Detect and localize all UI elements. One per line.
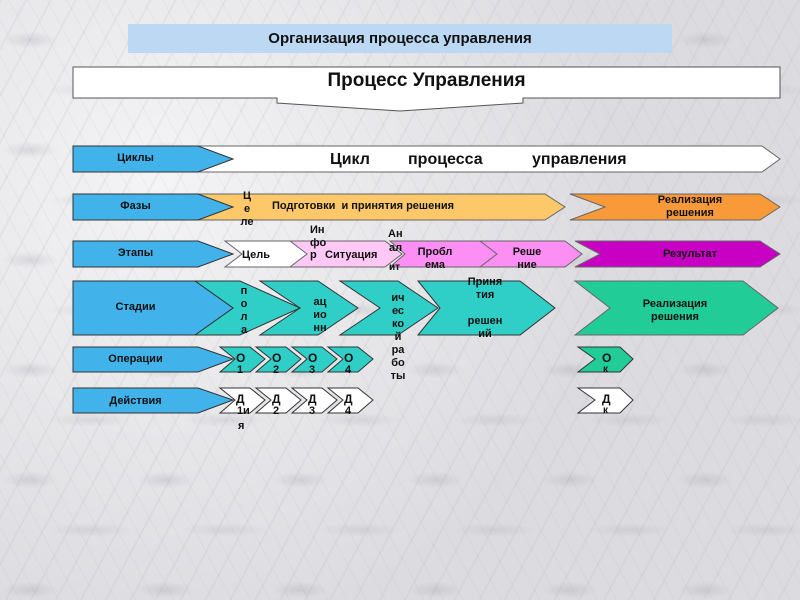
step-info-overflow-3: р: [310, 249, 317, 261]
stage-1-line: о: [240, 298, 248, 310]
actions-label-shape: [72, 387, 235, 414]
step-result-label: Результат: [662, 248, 718, 260]
stage-1-line: а: [240, 324, 248, 336]
stage-4-line: тия: [475, 289, 495, 301]
banner-arrow: [72, 66, 781, 112]
op-3-shape: [290, 346, 338, 373]
act-1-shape: [218, 387, 266, 414]
act-3-shape: [290, 387, 338, 414]
act-2-shape: [254, 387, 302, 414]
step-situation-label: Ситуация: [325, 249, 378, 261]
actions-item-index: 3: [309, 405, 316, 417]
actions-item-letter: Д: [236, 392, 245, 406]
stage-impl-shape: [573, 280, 779, 336]
stage-3-line: бо: [391, 357, 405, 369]
row-label-stages: Стадии: [115, 301, 156, 313]
banner-title: Процесс Управления: [327, 70, 526, 91]
operations-item-letter: О: [308, 351, 318, 365]
row-label-operations: Операции: [108, 353, 163, 365]
row-label-phases: Фазы: [120, 200, 151, 212]
stage-3-line: ра: [391, 344, 405, 356]
step-goal-label: Цель: [242, 249, 271, 261]
actions-item-index: 4: [345, 405, 352, 417]
act-extra-shape: [576, 387, 634, 414]
actions-extra-index: к: [603, 405, 609, 416]
actions-item-letter: Д: [272, 392, 281, 406]
step-decision-label: Решение: [512, 246, 542, 272]
stage-3-shape: [338, 280, 439, 336]
step-anal-overflow-2: ал: [389, 242, 403, 254]
stage-impl-label: Реализация решения: [642, 298, 708, 324]
stage-2-line: ио: [313, 309, 327, 321]
stage-3-line: й: [394, 331, 402, 343]
op-1-shape: [218, 346, 266, 373]
phase-impl-label: Реализация решения: [657, 194, 723, 220]
actions-item-index: 2: [273, 405, 280, 417]
actions-item-index: 1: [237, 405, 244, 417]
step-anal-overflow-1: Ан: [388, 228, 403, 240]
actions-item-letter: Д: [344, 392, 353, 406]
stage-2-line: нн: [313, 322, 327, 334]
stage-4-line: [460, 302, 510, 315]
row-label-cycles: Циклы: [117, 152, 154, 164]
stage-1-line: л: [240, 311, 248, 323]
stage-4-line: Приня: [467, 276, 503, 288]
cycle-word-3: управления: [532, 151, 627, 168]
row-label-actions: Действия: [109, 395, 162, 407]
phase-prep-label: Подготовки и принятия решения: [272, 200, 455, 212]
operations-item-letter: О: [272, 351, 282, 365]
operations-extra-index: к: [603, 364, 609, 375]
cycle-arrow: [194, 145, 781, 173]
page-title: Организация процесса управления: [128, 24, 672, 53]
step-anal-overflow-3: ит: [389, 262, 401, 273]
operations-item-letter: О: [344, 351, 354, 365]
cycle-word-2: процесса: [408, 151, 483, 168]
step-problem-label: Проблема: [417, 246, 453, 272]
stage-3-line: ич: [391, 292, 405, 304]
stage-1-line: п: [240, 285, 248, 297]
step-decision-shape: [478, 240, 583, 268]
actions-item-letter: Д: [308, 392, 317, 406]
cycle-word-1: Цикл: [330, 151, 370, 168]
op-4-shape: [326, 346, 374, 373]
phases-label-shape: [72, 193, 235, 221]
actions-item-overflow: я: [238, 420, 245, 432]
op-2-shape: [254, 346, 302, 373]
step-info-overflow-2: фо: [310, 237, 327, 249]
step-goal-shape: [223, 240, 308, 268]
stage-4-line: решен: [467, 315, 503, 327]
stage-4-shape: [416, 280, 556, 336]
step-goal-overflow-top: Це: [242, 190, 252, 215]
step-goal-overflow-mid: ле: [240, 216, 254, 228]
actions-item-overflow: и: [243, 405, 250, 417]
operations-item-index: 4: [345, 364, 352, 376]
steps-label-shape: [72, 240, 235, 268]
actions-extra-letter: Д: [602, 392, 611, 406]
step-info-overflow-1: Ин: [310, 224, 325, 236]
operations-item-letter: О: [236, 351, 246, 365]
operations-extra-letter: О: [602, 351, 612, 365]
operations-item-index: 3: [309, 364, 316, 376]
row-label-steps: Этапы: [117, 247, 154, 259]
operations-item-index: 1: [237, 364, 244, 376]
cycles-label-shape: [72, 145, 235, 173]
stage-3-line: ко: [391, 318, 405, 330]
operations-item-index: 2: [273, 364, 280, 376]
act-4-shape: [326, 387, 374, 414]
stage-2-line: ац: [313, 296, 327, 308]
phase-impl-shape: [569, 193, 781, 221]
stage-4-line: ий: [478, 328, 492, 340]
operations-label-shape: [72, 346, 235, 373]
stage-3-line: ты: [390, 370, 406, 382]
stages-label-shape: [72, 280, 234, 336]
step-result-shape: [574, 240, 781, 268]
op-extra-shape: [576, 346, 634, 373]
stage-3-line: ес: [391, 305, 405, 317]
